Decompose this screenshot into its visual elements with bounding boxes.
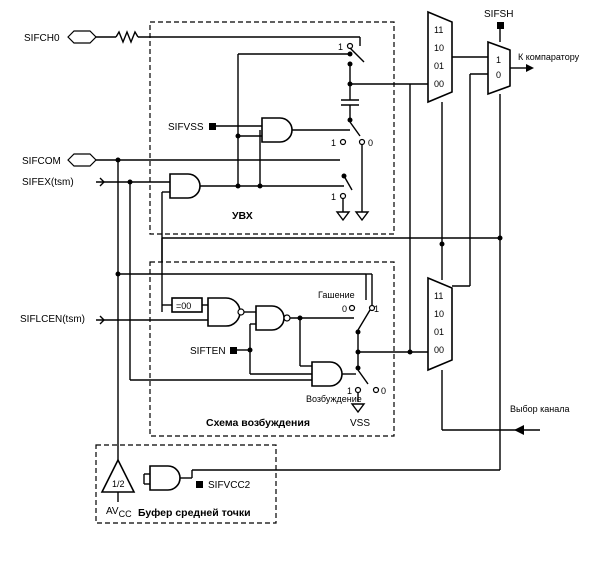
svg-text:1: 1 [374, 304, 379, 314]
and-gate-buffer [149, 465, 181, 491]
sifen-pin [230, 347, 237, 354]
siflcen-label: SIFLCEN(tsm) [20, 314, 85, 325]
channel-select-arrow [514, 425, 524, 435]
sifch0-label: SIFCH0 [24, 33, 60, 44]
sifcom-label: SIFCOM [22, 156, 61, 167]
svg-text:1: 1 [496, 55, 501, 65]
svg-text:0: 0 [381, 386, 386, 396]
svg-text:1: 1 [331, 192, 336, 202]
and-gate-excitation-2 [255, 305, 285, 331]
midpoint-buffer-block [95, 444, 277, 524]
sifvcc2-pin [196, 481, 203, 488]
svg-text:10: 10 [434, 43, 444, 53]
svg-text:11: 11 [434, 291, 443, 301]
sifvcc2-label: SIFVCC2 [208, 480, 251, 491]
excitation-switch-label: Возбуждение [306, 394, 362, 404]
damping-switch-blade [357, 309, 371, 331]
sifen-label: SIFTEN [190, 346, 226, 357]
mux-bottom [427, 276, 453, 372]
sw3-blade [343, 175, 353, 191]
channel-select-label: Выбор канала [510, 404, 570, 414]
sifcom-pin [67, 153, 97, 167]
half-label: 1/2 [112, 479, 125, 489]
svg-text:01: 01 [434, 327, 444, 337]
svg-text:1: 1 [347, 386, 352, 396]
svg-text:00: 00 [434, 79, 444, 89]
mux-sh [487, 40, 511, 96]
comparator-arrow [526, 64, 534, 72]
sifsh-label: SIFSH [484, 9, 513, 20]
svg-text:10: 10 [434, 309, 444, 319]
sifvss-pin [209, 123, 216, 130]
avcc-label: AVCC [106, 506, 132, 519]
ground-symbol-vss [350, 403, 366, 414]
and-gate-uvx [261, 117, 293, 143]
svg-text:0: 0 [342, 304, 347, 314]
sw1-blade [349, 47, 365, 63]
uvx-block [149, 21, 395, 235]
svg-text:1: 1 [331, 138, 336, 148]
excitation-block [149, 261, 395, 437]
uvx-label: УВХ [232, 210, 253, 222]
svg-text:00: 00 [434, 345, 444, 355]
sw1-contact-1 [346, 42, 354, 50]
svg-text:01: 01 [434, 61, 444, 71]
sifsh-pin [497, 22, 504, 29]
eq00-label: =00 [176, 301, 191, 311]
sw2-blade [349, 121, 361, 137]
and-gate-excitation-1 [207, 297, 241, 327]
ground-symbol-1 [335, 211, 351, 222]
sifvss-label: SIFVSS [168, 122, 204, 133]
svg-text:11: 11 [434, 25, 443, 35]
and-gate-excitation-3 [311, 361, 343, 387]
damping-label: Гашение [318, 290, 355, 300]
resistor [115, 30, 139, 44]
vss-label: VSS [350, 418, 370, 429]
excitation-label: Схема возбуждения [206, 417, 310, 429]
svg-text:0: 0 [368, 138, 373, 148]
ground-symbol-2 [354, 211, 370, 222]
svg-text:1: 1 [338, 42, 343, 52]
midpoint-buffer-label: Буфер средней точки [138, 507, 251, 519]
to-comparator-label: К компаратору [518, 52, 580, 62]
sifex-label: SIFEX(tsm) [22, 177, 74, 188]
svg-text:0: 0 [496, 70, 501, 80]
and-gate-sifex [169, 173, 201, 199]
sifch0-pin [67, 30, 97, 44]
mux-top [427, 10, 453, 104]
excitation-switch-blade [357, 369, 369, 385]
